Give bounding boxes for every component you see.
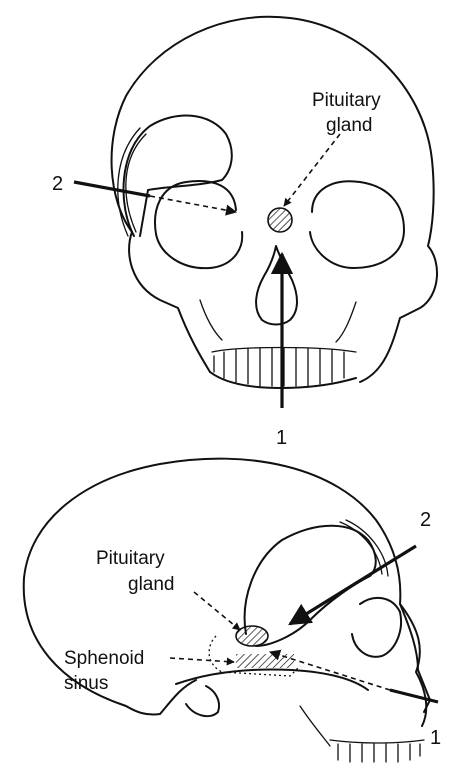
side-temporal-fossa (245, 526, 376, 646)
front-skull (112, 17, 437, 388)
side-zygomatic-arch (176, 670, 368, 690)
front-teeth (212, 348, 356, 387)
side-teeth (330, 740, 424, 762)
side-arrow-2 (290, 546, 416, 624)
side-sphenoid-label-line2: sinus (64, 673, 108, 694)
front-arrow-1-label: 1 (276, 427, 287, 449)
side-sphenoid-leader (170, 658, 234, 662)
front-left-orbit (155, 181, 242, 268)
front-nasal-aperture (256, 246, 297, 325)
side-arrow-1-label: 1 (430, 727, 441, 749)
side-skull (24, 459, 430, 762)
front-right-orbit (310, 181, 404, 268)
front-temporal-fossa (123, 116, 231, 236)
side-pituitary-label-line2: gland (128, 574, 175, 595)
front-arrow-2-label: 2 (52, 173, 63, 195)
front-arrow-2-dashed (150, 196, 236, 212)
side-pituitary-gland (236, 626, 268, 646)
side-pituitary-leader (194, 592, 240, 630)
front-pituitary-label-line2: gland (326, 115, 373, 136)
side-sphenoid-label-line1: Sphenoid (64, 648, 144, 669)
front-pituitary-leader (284, 134, 340, 206)
side-arrow-1-solid (390, 690, 438, 702)
side-orbit (352, 598, 401, 657)
side-occipital (126, 680, 196, 715)
front-pituitary-label-line1: Pituitary (312, 90, 381, 111)
side-arrow-2-label: 2 (420, 509, 431, 531)
side-pituitary-label-line1: Pituitary (96, 548, 165, 569)
front-cranium-left-lower (129, 232, 210, 372)
side-mastoid (186, 686, 219, 716)
front-arrow-2-solid (74, 182, 150, 196)
front-pituitary-gland (268, 208, 292, 232)
